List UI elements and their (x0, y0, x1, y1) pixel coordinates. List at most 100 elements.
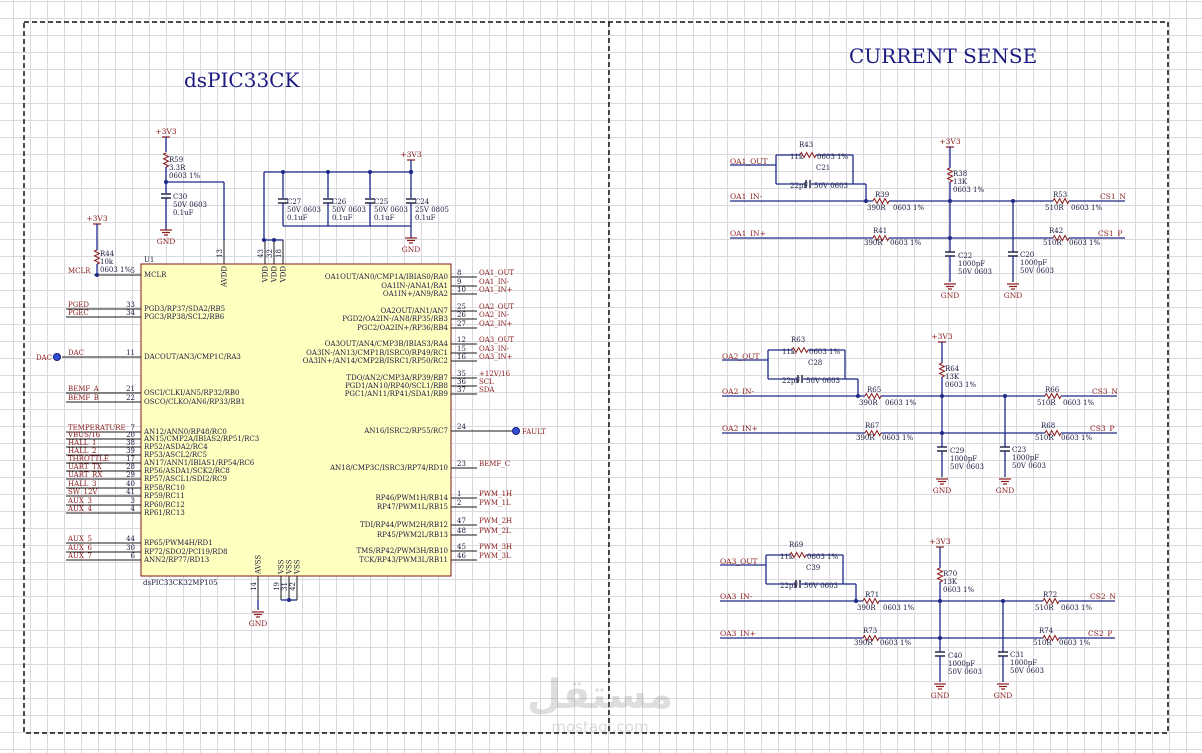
fault-port-icon (512, 427, 520, 435)
mcu-pin-name: RP65/PWM4H/RD1 (144, 539, 213, 547)
resistor-symbol (936, 567, 944, 583)
resistor-symbol (799, 151, 817, 159)
net-label: +12V/16 (479, 370, 511, 378)
mcu-pin-number: 9 (457, 278, 461, 286)
net-label: OA3_OUT (479, 336, 514, 344)
mcu-pin-number: 39 (126, 447, 135, 455)
gnd-label: GND (1004, 291, 1023, 300)
mcu-pin-name: TDO/AN2/CMP3A/RP39/RB7 (346, 374, 448, 382)
cf-ref: C39 (806, 564, 820, 572)
c2-ref: C31 (1010, 651, 1024, 659)
net-label-in-minus: OA3_IN- (720, 592, 753, 601)
mcu-pin-name: RP46/PWM1H/RB14 (375, 494, 448, 502)
cf-ref: C21 (816, 164, 830, 172)
rq-package: 0603 1% (1059, 639, 1090, 647)
junction-dot (1011, 199, 1015, 203)
junction-dot (95, 273, 99, 277)
net-label: BEMF_C (479, 460, 510, 468)
mcu-pin-number: 26 (457, 311, 466, 319)
title-current-sense: CURRENT SENSE (849, 44, 1037, 68)
watermark-site: mostaql.com (551, 718, 648, 736)
mcu-pin-number: 2 (457, 499, 461, 507)
mcu-pin-number: 6 (131, 552, 136, 560)
mcu-pin-name: PGD2/OA2IN-/AN8/RP35/RB3 (342, 315, 448, 323)
net-label-cs-n: CS1_N (1100, 192, 1126, 201)
mcu-pin-number: 10 (457, 286, 466, 294)
net-label-out: OA2_OUT (722, 352, 760, 361)
gnd-label: GND (994, 691, 1013, 700)
mcu-pin-name: AN17/ANN1/IBIAS1/RP54/RC6 (143, 459, 255, 467)
rm-package: 0603 1% (885, 399, 916, 407)
net-label: HALL_2 (68, 447, 96, 455)
watermark-logo: مستقل (527, 672, 673, 718)
net-label: AUX_3 (67, 497, 92, 505)
rn-ref: R72 (1043, 591, 1057, 599)
mcu-pin-name: OA3OUT/AN4/CMP3B/IBIAS3/RA4 (325, 340, 449, 348)
net-label: PGEC (68, 309, 89, 317)
mcu-body (140, 263, 452, 577)
gnd-label: GND (941, 291, 960, 300)
junction-dot (272, 238, 276, 242)
rm-package: 0603 1% (893, 204, 924, 212)
mcu-pin-name: OSCO/CLKO/AN6/RP33/RB1 (144, 398, 245, 406)
mcu-pin-number: 7 (131, 424, 135, 432)
cf-package: 50V 0603 (806, 377, 840, 385)
net-label-in-plus: OA1_IN+ (730, 229, 766, 238)
net-label: AUX_6 (67, 544, 92, 552)
rf-package: 0603 1% (809, 348, 840, 356)
mcu-pin-number: 45 (457, 543, 466, 551)
rb-ref: R70 (943, 570, 957, 578)
rb-ref: R38 (953, 170, 967, 178)
rf-value: 11k (782, 348, 796, 356)
net-label: PWM_2H (479, 517, 512, 525)
rf-ref: R43 (799, 141, 813, 149)
power-label: +3V3 (931, 332, 952, 341)
rm-ref: R65 (867, 386, 881, 394)
mcu-pin-name: RP53/ASCL2/RC5 (144, 451, 207, 459)
mcu-pin-name: OA1IN-/ANA1/RA1 (381, 282, 448, 290)
c24-value: 25V 0805 (415, 206, 449, 214)
net-label: OA2_IN- (479, 311, 510, 319)
mcu-pin-name: PGD1/AN10/RP40/SCL1/RB8 (345, 382, 448, 390)
power-label: +3V3 (929, 537, 950, 546)
mcu-pin-number: 43 (257, 249, 265, 258)
mcu-pin-number: 42 (289, 582, 297, 591)
mcu-pin-number: 25 (457, 303, 466, 311)
mcu-pin-number: 16 (457, 353, 466, 361)
mcu-pin-name: TCK/RP43/PWM3L/RB11 (359, 556, 448, 564)
c2-package: 50V 0603 (1020, 267, 1054, 275)
mcu-pin-number: 4 (131, 505, 136, 513)
r44-package: 0603 1% (100, 266, 131, 274)
sheet-frame (23, 21, 1169, 734)
resistor-symbol (791, 346, 809, 354)
mcu-pin-number: 13 (216, 249, 224, 258)
mcu-pin-name: OSCI/CLKI/AN5/RP32/RB0 (144, 389, 239, 397)
net-label: BEMF_A (68, 385, 100, 393)
mcu-pin-number: 19 (273, 582, 281, 591)
mcu-pin-number: 44 (126, 535, 135, 543)
c1-package: 50V 0603 (950, 463, 984, 471)
rf-value: 11k (780, 553, 794, 561)
mcu-pin-name: VSS (278, 559, 286, 575)
net-label-cs-n: CS2_N (1090, 592, 1116, 601)
mcu-pin-name: AN12/ANN0/RP48/RC0 (143, 428, 227, 436)
net-label: OA2_OUT (479, 303, 514, 311)
net-label: PWM_3H (479, 543, 512, 551)
net-label: VBUS/16 (67, 431, 101, 439)
rn-ref: R53 (1053, 191, 1067, 199)
mcu-pin-number: 37 (457, 386, 466, 394)
mcu-pin-name: TDI/RP44/PWM2H/RB12 (360, 521, 448, 529)
rm-ref: R71 (865, 591, 879, 599)
gnd-label: GND (157, 237, 176, 246)
mcu-pin-name: TMS/RP42/PWM3H/RB10 (356, 547, 448, 555)
resistor-symbol (1052, 234, 1070, 242)
mcu-pin-number: 40 (126, 480, 135, 488)
net-label: OA1_IN+ (479, 286, 513, 294)
resistor-symbol (1042, 597, 1060, 605)
mcu-pin-number: 29 (126, 471, 135, 479)
mcu-pin-name: AVDD (221, 266, 229, 288)
mcu-pin-name: RP58/RC10 (144, 484, 185, 492)
rp-ref: R73 (863, 627, 877, 635)
